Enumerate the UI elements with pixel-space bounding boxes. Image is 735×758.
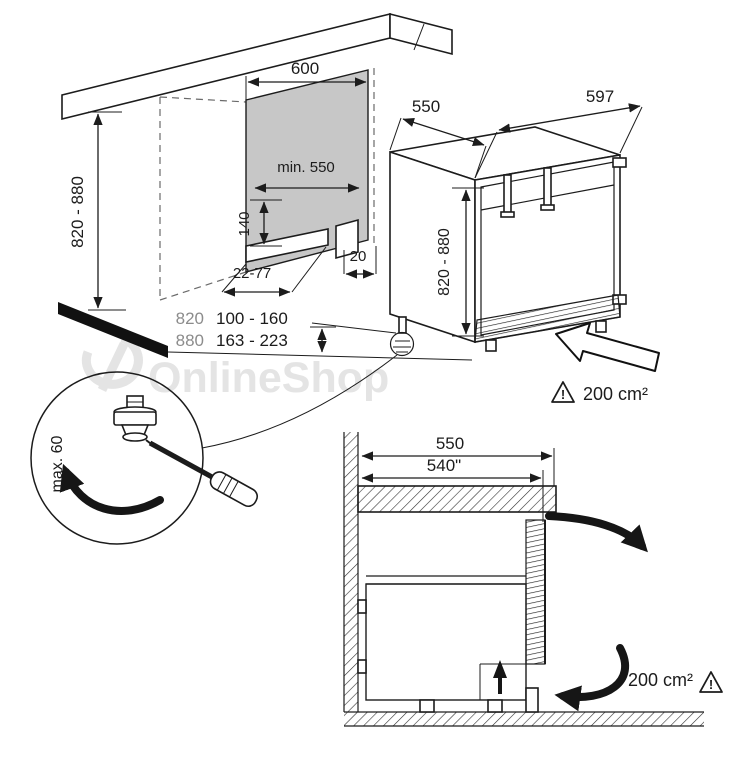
worktop-end-cut	[389, 12, 453, 56]
door-section	[525, 519, 546, 665]
foot-detail-view: max. 60	[30, 371, 259, 545]
foot-height-table: 820 100 - 160 880 163 - 223	[176, 309, 336, 353]
dim-600: 600	[245, 59, 369, 100]
niche-view: 600 min. 550 140 820 - 880 22-77	[58, 12, 473, 361]
section-warning-icon	[699, 671, 723, 693]
appliance-side-face	[389, 150, 476, 344]
vent-area-label: 200 cm²	[583, 384, 648, 404]
dim-min-550: min. 550	[254, 159, 360, 193]
watermark-logo-bar	[97, 342, 129, 392]
airflow-out-arrow	[545, 512, 648, 553]
section-dim-550: 550	[361, 434, 555, 486]
hinge-top	[612, 157, 627, 168]
watermark-logo	[81, 333, 143, 389]
plinth-side-notch	[335, 218, 359, 260]
dim-550-label: 550	[412, 97, 440, 116]
vent-grille	[474, 294, 621, 343]
dim-appliance-height-label: 820 - 880	[436, 228, 453, 296]
appliance-view: 597 550 820 - 880 ! 200 cm²	[201, 87, 660, 449]
foot-front-right	[595, 320, 607, 333]
plinth-recess-band	[245, 228, 329, 263]
dim-600-label: 600	[291, 59, 319, 78]
floor-plinth-bar	[58, 302, 168, 358]
wall-spacer-top	[357, 599, 367, 614]
detail-leader-line	[201, 354, 398, 449]
section-dim-540-label: 540"	[427, 456, 461, 475]
watermark: OnlineShop	[81, 333, 389, 402]
detail-circle	[30, 371, 204, 545]
appliance-bottom-ref-line	[311, 322, 397, 334]
airflow-in-arrow	[554, 644, 630, 712]
dim-min-550-label: min. 550	[277, 159, 335, 176]
section-vent-note: 200 cm² !	[628, 670, 723, 693]
section-foot-right	[487, 699, 503, 713]
worktop-section	[357, 485, 557, 513]
section-dim-540: 540"	[361, 456, 544, 522]
table-niche-820: 820	[176, 309, 204, 328]
dim-550: 550	[389, 97, 487, 179]
dim-22-77: 22-77	[221, 246, 327, 297]
screwdriver	[145, 439, 259, 508]
wall-spacer-bottom	[357, 659, 367, 674]
dim-597-label: 597	[586, 87, 614, 106]
foot-detail-marker-circle	[389, 331, 415, 357]
adjustable-foot	[113, 395, 157, 442]
worktop-break-mark	[413, 23, 425, 51]
dim-597: 597	[474, 87, 643, 179]
floor-line	[167, 351, 473, 361]
dim-20: 20	[343, 246, 377, 279]
door-handles	[500, 167, 555, 218]
table-niche-880: 880	[176, 331, 204, 350]
airflow-arrow	[555, 322, 660, 372]
section-dim-550-label: 550	[436, 434, 464, 453]
floor-hatch	[344, 712, 704, 726]
appliance-section	[357, 519, 546, 713]
dim-appliance-height: 820 - 880	[436, 187, 484, 337]
dim-22-77-label: 22-77	[233, 265, 271, 282]
dim-niche-height-label: 820 - 880	[68, 176, 87, 248]
foot-front-left	[485, 339, 497, 352]
table-range-880: 163 - 223	[216, 331, 288, 350]
foot-back-left	[398, 316, 407, 334]
watermark-text: OnlineShop	[148, 354, 389, 402]
max-adjustment-label: max. 60	[49, 435, 66, 492]
cabinet-section	[365, 583, 527, 701]
niche-outline-dashed	[159, 68, 375, 301]
vent-area-note: ! 200 cm²	[551, 381, 648, 404]
table-range-820: 100 - 160	[216, 309, 288, 328]
section-view: 550 540"	[343, 432, 723, 727]
dim-140: 140	[236, 199, 282, 247]
warning-icon	[551, 381, 575, 403]
wall-hatch	[344, 432, 358, 712]
dim-20-label: 20	[350, 248, 367, 265]
warning-mark: !	[561, 387, 565, 402]
section-warning-mark: !	[709, 677, 713, 692]
door-kick-panel	[525, 687, 539, 713]
section-vent-label: 200 cm²	[628, 670, 693, 690]
dim-140-label: 140	[236, 211, 253, 236]
dim-niche-height: 820 - 880	[68, 111, 126, 311]
section-foot-left	[419, 699, 435, 713]
turn-direction-arrow	[59, 463, 164, 515]
